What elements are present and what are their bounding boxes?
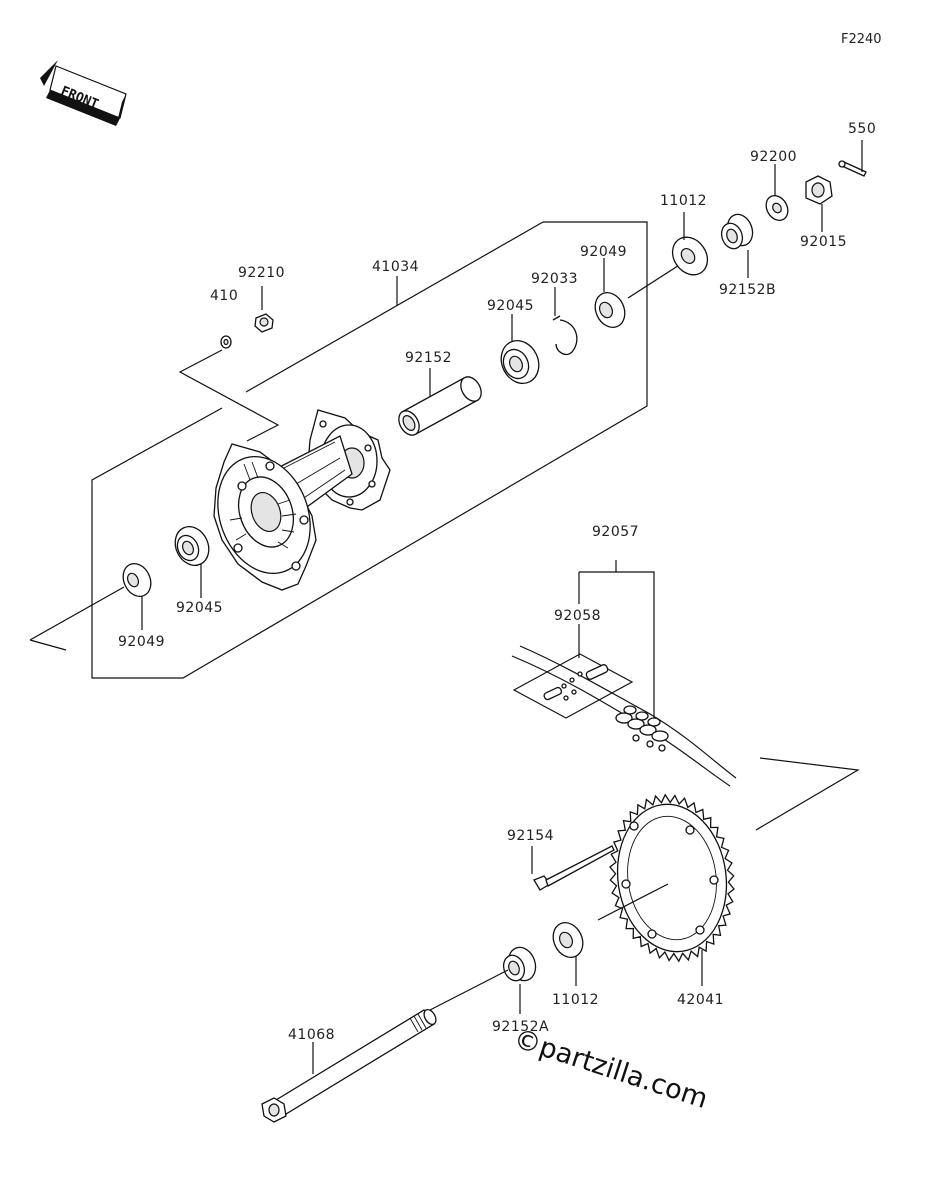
part-label-92045-upper: 92045 <box>487 298 534 314</box>
part-11012-collar-lower <box>552 921 584 959</box>
part-92033-circlip <box>555 319 578 356</box>
part-92049-seal-upper <box>594 291 626 329</box>
part-label-92033: 92033 <box>531 271 578 287</box>
part-92152a-collar <box>502 946 537 982</box>
part-92049-seal-lower <box>122 562 152 598</box>
diagram-code: F2240 <box>841 32 882 47</box>
part-label-410: 410 <box>210 288 238 304</box>
part-label-92015: 92015 <box>800 234 847 250</box>
part-label-92152b: 92152B <box>719 282 776 298</box>
part-label-41068: 41068 <box>288 1027 335 1043</box>
part-label-92200: 92200 <box>750 149 797 165</box>
part-label-11012-lower: 11012 <box>552 992 599 1008</box>
part-label-92045-lower: 92045 <box>176 600 223 616</box>
part-label-92154: 92154 <box>507 828 554 844</box>
front-arrow-icon: FRONT <box>40 60 127 126</box>
part-label-42041: 42041 <box>677 992 724 1008</box>
part-label-92210: 92210 <box>238 265 285 281</box>
leader-410 <box>178 349 280 442</box>
hub-assembly-frame <box>29 221 648 679</box>
part-550-cotter-pin <box>838 160 867 177</box>
part-label-92152: 92152 <box>405 350 452 366</box>
drive-chain <box>511 560 737 787</box>
part-label-550: 550 <box>848 121 876 137</box>
part-92200-washer <box>765 195 789 221</box>
rear-sprocket <box>597 757 860 986</box>
part-label-92049-lower: 92049 <box>118 634 165 650</box>
part-92152-collar <box>398 376 482 436</box>
part-11012-collar-upper <box>671 236 709 276</box>
part-label-11012-upper: 11012 <box>660 193 707 209</box>
part-92154-bolt <box>533 845 615 891</box>
part-label-92049-upper: 92049 <box>580 244 627 260</box>
part-92045-bearing-upper <box>500 340 540 384</box>
watermark: ©partzilla.com <box>510 1023 712 1115</box>
part-92152b-collar <box>720 213 754 250</box>
part-label-41034: 41034 <box>372 259 419 275</box>
part-label-92057: 92057 <box>592 524 639 540</box>
part-92045-bearing-lower <box>174 526 210 566</box>
part-41068-axle <box>261 969 509 1123</box>
part-92015-nut <box>805 175 833 205</box>
part-label-92058: 92058 <box>554 608 601 624</box>
part-92210-nut <box>254 313 274 333</box>
rear-hub <box>213 409 391 591</box>
part-label-92152a: 92152A <box>492 1019 549 1035</box>
